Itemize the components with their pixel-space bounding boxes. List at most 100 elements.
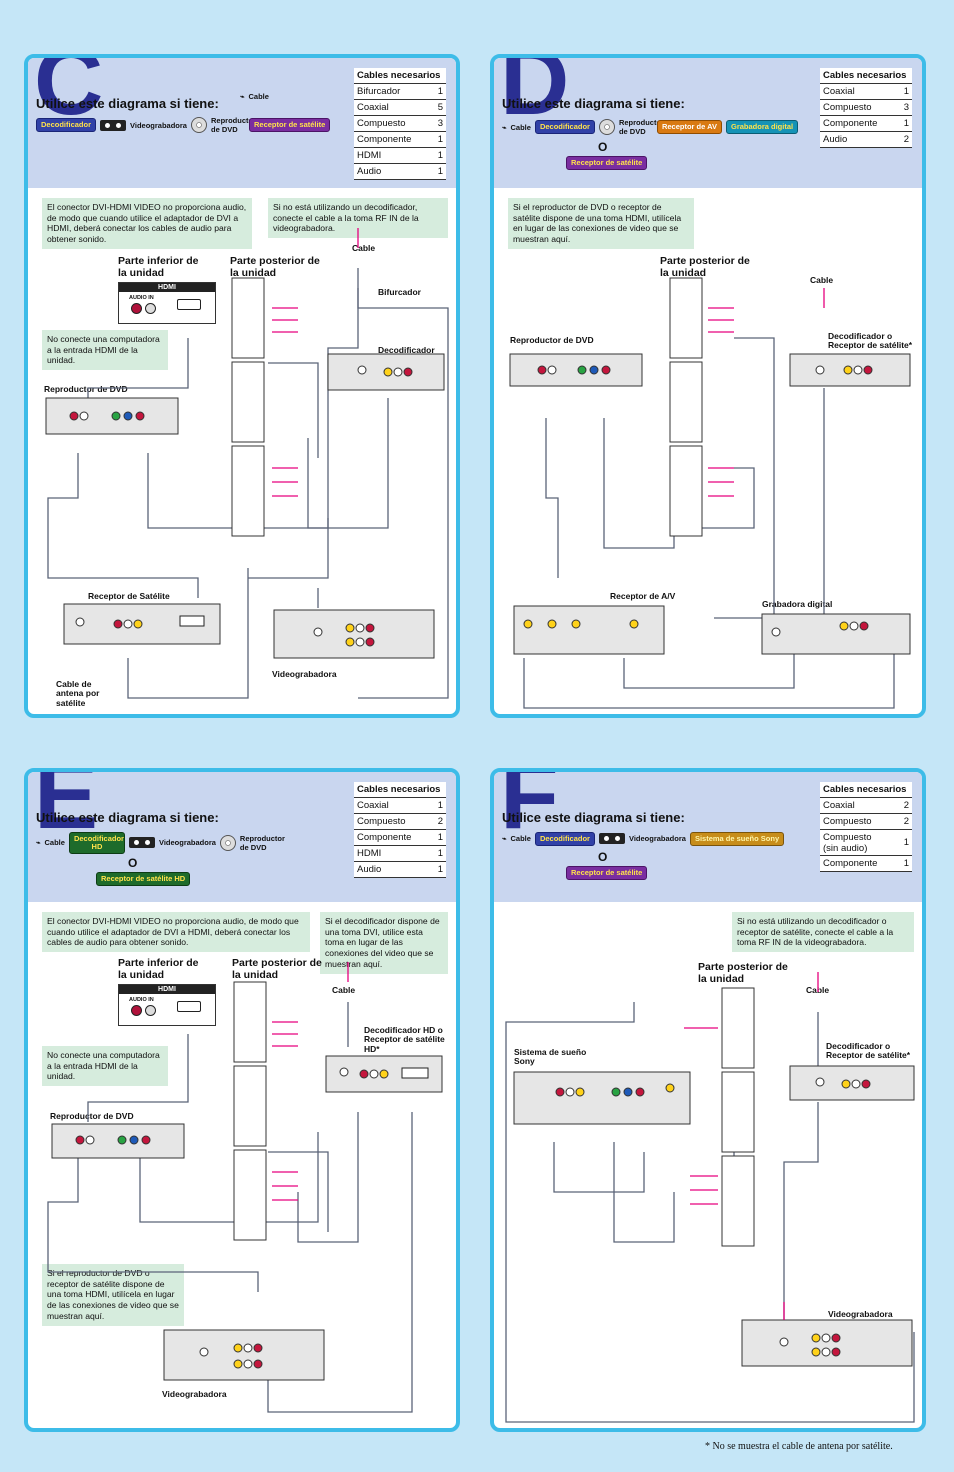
caption-hd-decoder: Decodificador HD o Receptor de satélite … <box>364 1025 445 1054</box>
cable-count: 1 <box>426 829 446 846</box>
dvd-disc-icon <box>598 119 615 135</box>
dvd-disc-icon <box>190 117 207 133</box>
device-dvd: Reproductor de DVD <box>618 118 664 136</box>
cable-name: Coaxial <box>354 99 426 116</box>
cable-count: 5 <box>426 99 446 116</box>
vcr-box <box>273 609 435 659</box>
caption-digital-recorder: Grabadora digital <box>762 599 833 609</box>
caption-decoder-sat: Decodificador o Receptor de satélite* <box>828 331 913 351</box>
cable-plug-icon: ⌁ <box>36 838 41 848</box>
cable-count: 1 <box>426 147 446 164</box>
cable-name: Coaxial <box>820 797 892 814</box>
panel-subtitle: Utilice este diagrama si tiene: <box>36 810 219 825</box>
wiring-diagram-f <box>505 972 915 1423</box>
hdmi-logo: HDMI <box>119 283 215 292</box>
rear-input-2 <box>233 1065 267 1147</box>
caption-av-receiver: Receptor de A/V <box>610 591 676 601</box>
rear-input-3 <box>233 1149 267 1241</box>
decoder-box <box>327 353 445 391</box>
cable-count: 2 <box>892 131 912 148</box>
cable-name: Audio <box>354 861 426 878</box>
dvd-player-box <box>51 1123 185 1159</box>
cable-name: Compuesto <box>820 99 892 116</box>
cable-count: 2 <box>892 813 912 830</box>
device-receptor-av: Receptor de AV <box>656 120 722 134</box>
panel-letter: F <box>500 768 559 849</box>
caption-cable: Cable <box>352 243 376 253</box>
rear-input-3 <box>721 1155 755 1247</box>
cables-header: Cables necesarios <box>354 782 446 798</box>
hd-decoder-box <box>325 1055 443 1093</box>
device-receptor-satelite: Receptor de satélite <box>566 866 648 880</box>
hdmi-port <box>177 1001 201 1012</box>
caption-satellite: Receptor de Satélite <box>88 591 170 601</box>
note-no-computer: No conecte una computadora a la entrada … <box>42 1046 168 1087</box>
device-sistema-sueno: Sistema de sueño Sony <box>689 832 785 846</box>
caption-cable: Cable <box>332 985 356 995</box>
cable-row: Compuesto (sin audio)1 <box>820 829 912 856</box>
caption-vcr: Videograbadora <box>272 669 337 679</box>
device-badges-alt: Receptor de satélite HD <box>96 872 191 886</box>
cable-count: 1 <box>426 83 446 100</box>
cable-name: Audio <box>354 163 426 180</box>
device-cable: Cable <box>248 92 269 101</box>
cable-count: 1 <box>426 163 446 180</box>
note-dvi-audio: El conector DVI-HDMI VIDEO no proporcion… <box>42 198 252 249</box>
caption-rear-unit: Parte posterior de la unidad <box>232 957 322 981</box>
device-cable: Cable <box>510 834 531 844</box>
caption-rear-unit: Parte posterior de la unidad <box>230 255 320 279</box>
device-badges: ⌁ Cable Decodificador Reproductor de DVD… <box>502 118 799 136</box>
device-dvd: Reproductor de DVD <box>210 116 256 134</box>
dvd-player-box <box>45 397 179 435</box>
cable-count: 3 <box>892 99 912 116</box>
caption-dvd-player: Reproductor de DVD <box>50 1111 134 1121</box>
cable-count: 1 <box>892 829 912 856</box>
cable-count: 1 <box>892 855 912 872</box>
cable-name: Compuesto (sin audio) <box>820 829 892 856</box>
cable-plug-icon: ⌁ <box>502 834 507 844</box>
cable-name: Compuesto <box>820 813 892 830</box>
device-cable: Cable <box>510 122 531 132</box>
device-decodificador: Decodificador <box>534 832 595 846</box>
dvd-disc-icon <box>219 834 236 851</box>
panel-letter: D <box>500 54 569 135</box>
cable-count: 1 <box>892 83 912 100</box>
device-list: ⌁ Cable <box>240 92 269 101</box>
cable-name: Coaxial <box>820 83 892 100</box>
audio-jack-r <box>131 303 142 314</box>
cables-header: Cables necesarios <box>820 68 912 84</box>
cable-count: 1 <box>892 115 912 132</box>
caption-bifurcador: Bifurcador <box>378 287 421 297</box>
wiring-diagram-e <box>47 962 443 1413</box>
device-receptor-satelite-hd: Receptor de satélite HD <box>96 872 191 886</box>
caption-dvd-player: Reproductor de DVD <box>44 384 128 394</box>
device-badges-alt: Receptor de satélite <box>566 156 648 170</box>
rear-input-2 <box>669 361 703 443</box>
cable-name: Compuesto <box>354 813 426 830</box>
cable-count: 2 <box>892 797 912 814</box>
rear-input-1 <box>233 981 267 1063</box>
hdmi-logo: HDMI <box>119 985 215 994</box>
rear-panel-stack <box>231 277 265 537</box>
vcr-icon <box>128 837 155 849</box>
hdmi-port <box>177 299 201 310</box>
note-dvi-decoder: Si el decodificador dispone de una toma … <box>320 912 448 974</box>
panel-subtitle: Utilice este diagrama si tiene: <box>502 96 685 111</box>
rear-input-3 <box>669 445 703 537</box>
cable-count: 1 <box>426 131 446 148</box>
cable-count: 1 <box>426 861 446 878</box>
panel-c: C Utilice este diagrama si tiene: ⌁ Cabl… <box>24 54 460 718</box>
cable-name: Coaxial <box>354 797 426 814</box>
caption-cable: Cable <box>810 275 834 285</box>
device-grabadora-digital: Grabadora digital <box>725 120 799 134</box>
